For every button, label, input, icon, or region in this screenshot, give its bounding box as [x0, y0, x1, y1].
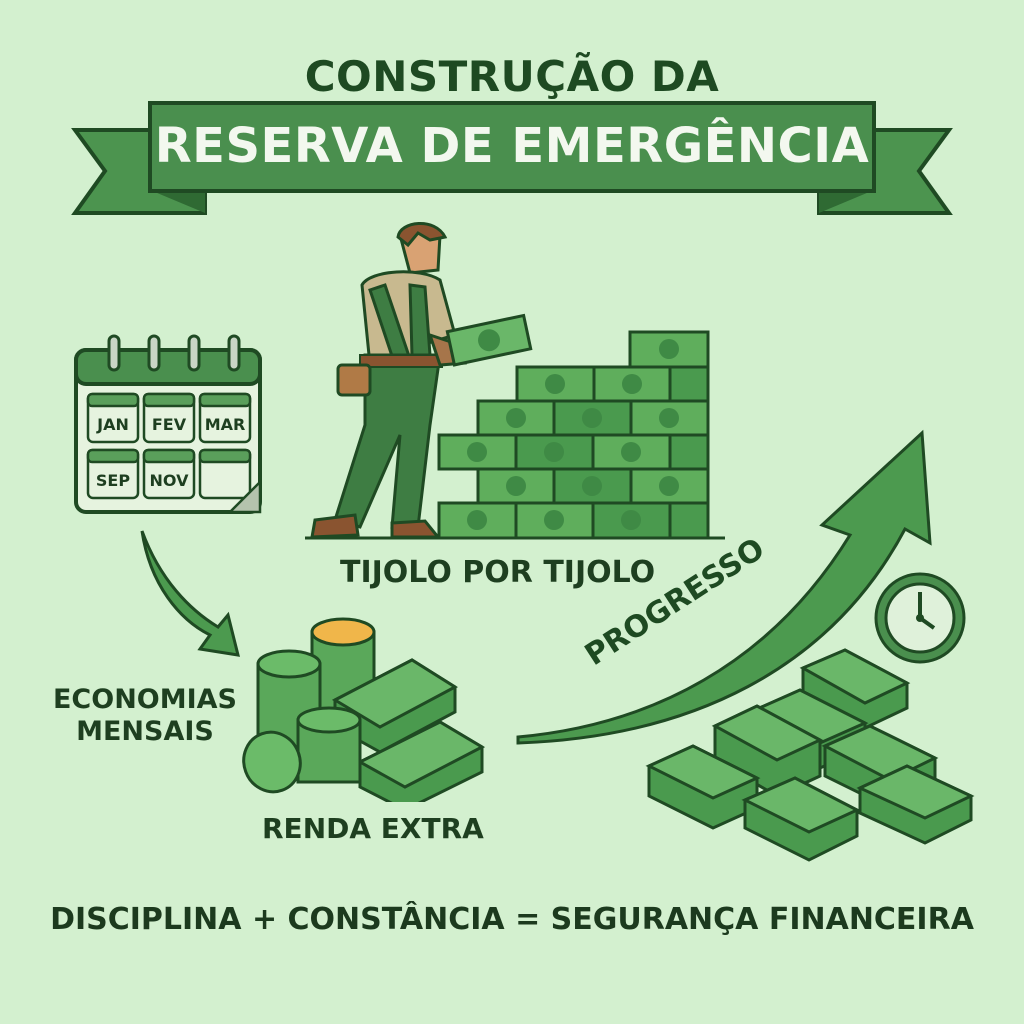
label-economias-mensais: ECONOMIAS MENSAIS	[40, 684, 250, 748]
clock-icon	[874, 572, 966, 664]
month-nov: NOV	[150, 471, 190, 490]
title-line-2: RESERVA DE EMERGÊNCIA	[154, 118, 870, 174]
coins-and-cash-icon	[242, 617, 486, 802]
worker-building-money-wall	[305, 222, 725, 540]
title-banner-ribbon	[71, 101, 953, 215]
label-line-2: MENSAIS	[76, 716, 214, 747]
progress-arrow-icon	[516, 429, 932, 745]
down-right-arrow-icon	[140, 530, 241, 657]
worker-icon	[310, 222, 467, 539]
caption-tijolo-por-tijolo: TIJOLO POR TIJOLO	[340, 555, 656, 590]
month-fev: FEV	[152, 415, 187, 434]
caption-renda-extra: RENDA EXTRA	[262, 812, 484, 845]
month-mar: MAR	[205, 415, 246, 434]
title-line-1: CONSTRUÇÃO DA	[304, 52, 720, 101]
formula-text: DISCIPLINA + CONSTÂNCIA = SEGURANÇA FINA…	[50, 902, 974, 937]
month-jan: JAN	[96, 415, 129, 434]
cash-pile-icon	[645, 648, 975, 862]
calendar-icon: JAN FEV MAR SEP NOV	[74, 334, 262, 514]
label-line-1: ECONOMIAS	[52, 684, 238, 715]
month-sep: SEP	[96, 471, 130, 490]
